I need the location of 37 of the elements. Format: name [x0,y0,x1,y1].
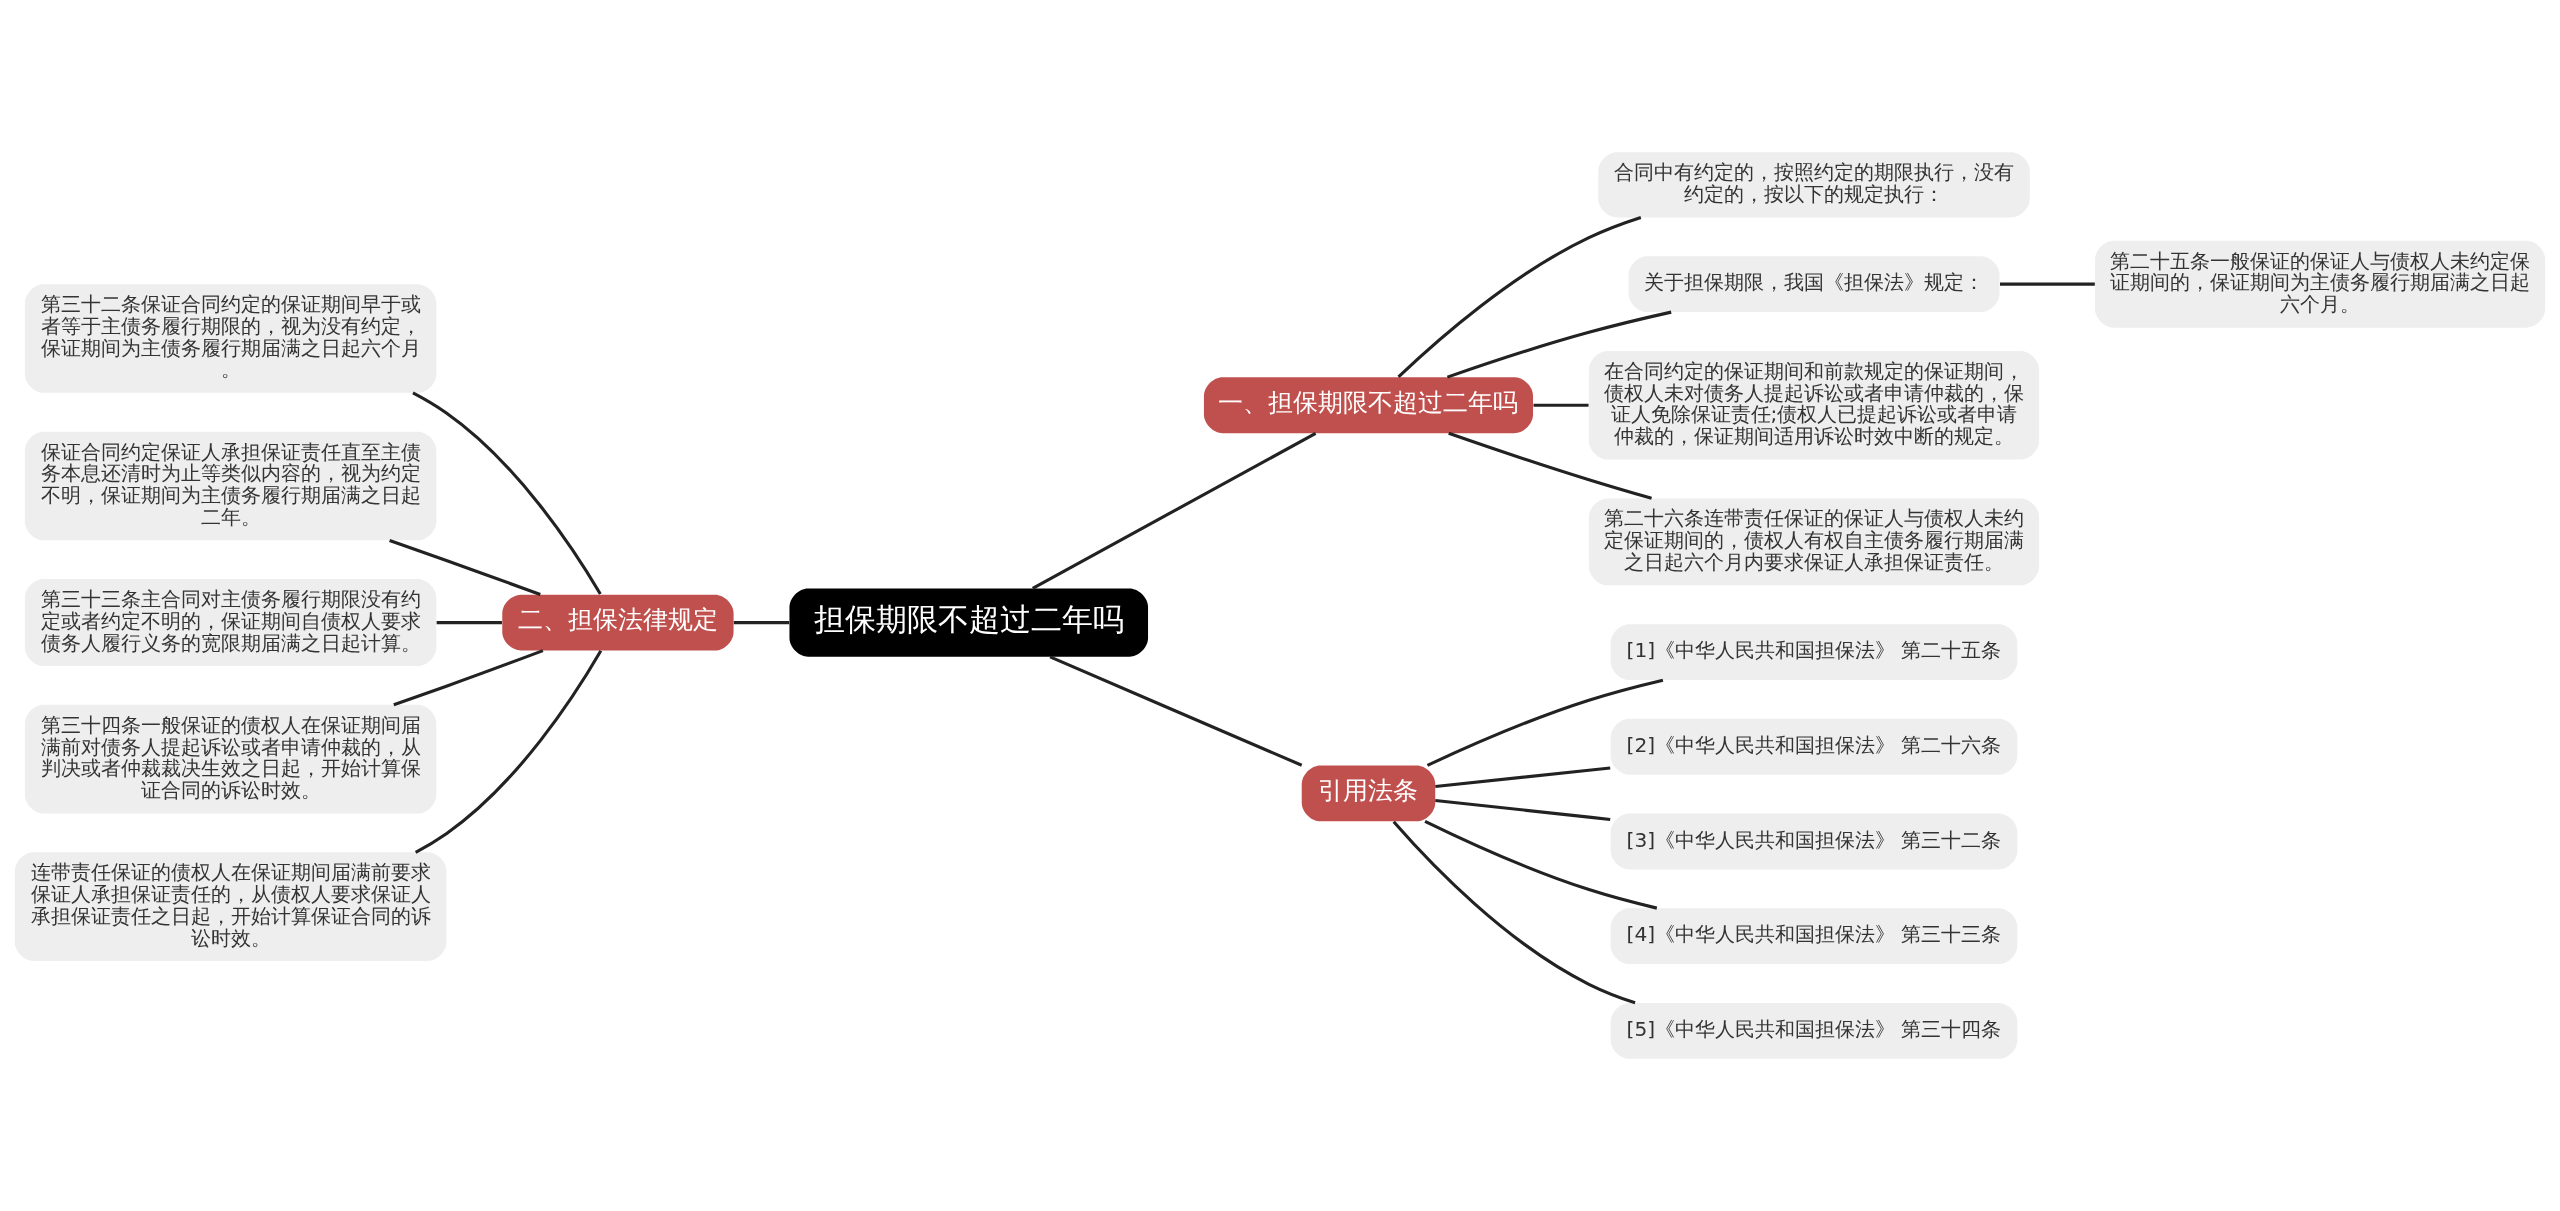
node-box: [3]《中华人民共和国担保法》 第三十二条 [1610,813,2018,870]
node-box: 第二十五条一般保证的保证人与债权人未约定保证期间的，保证期间为主债务履行期届满之日起六个月。 [2095,240,2546,328]
node-box: 第三十三条主合同对主债务履行期限没有约定或者约定不明的，保证期间自债权人要求债务人履行义务的宽限期届满之日起计算。 [24,579,437,667]
connector [733,621,790,625]
node-box: 在合同约定的保证期间和前款规定的保证期间，债权人未对债务人提起诉讼或者申请仲裁的，保证人免除保证责任;债权人已提起诉讼或者申请仲裁的，保证期间适用诉讼时效中断的规定。 [1588,350,2040,460]
connector [1533,403,1589,407]
node-box: [1]《中华人民共和国担保法》 第二十五条 [1610,624,2018,680]
connector [412,391,602,595]
node-box: [2]《中华人民共和国担保法》 第二十六条 [1610,718,2018,775]
node-box: 第三十四条一般保证的债权人在保证期间届满前对债务人提起诉讼或者申请仲裁的，从判决或者仲裁裁决生效之日起，开始计算保证合同的诉讼时效。 [24,704,437,814]
node-box: 合同中有约定的，按照约定的期限执行，没有约定的，按以下的规定执行： [1598,152,2030,218]
node-box: 担保期限不超过二年吗 [789,588,1149,657]
connector [1446,310,1672,379]
connector [1426,678,1664,767]
connector [393,649,544,707]
node-box: 保证合同约定保证人承担保证责任直至主债务本息还清时为止等类似内容的，视为约定不明，保证期间为主债务履行期届满之日起二年。 [24,431,437,541]
node-box: 关于担保期限，我国《担保法》规定： [1628,256,2000,313]
connector [1435,798,1611,821]
connector [1049,655,1303,767]
connector [414,649,603,854]
node-box: 第二十六条连带责任保证的保证人与债权人未约定保证期间的，债权人有权自主债务履行期届满之日起六个月内要求保证人承担保证责任。 [1588,498,2040,586]
connector [1448,431,1652,500]
connector [436,621,502,625]
node-box: [4]《中华人民共和国担保法》 第三十三条 [1610,908,2018,965]
connector [2000,282,2095,286]
connector [1031,432,1317,590]
node-box: [5]《中华人民共和国担保法》 第三十四条 [1610,1002,2018,1059]
connector [1392,820,1636,1005]
node-box: 连带责任保证的债权人在保证期间届满前要求保证人承担保证责任的，从债权人要求保证人承担保证责任之日起，开始计算保证合同的诉讼时效。 [14,852,447,961]
node-box: 一、担保期限不超过二年吗 [1203,377,1534,434]
connector [389,538,541,596]
node-box: 第三十二条保证合同约定的保证期间早于或者等于主债务履行期限的，视为没有约定，保证期间为主债务履行期届满之日起六个月。 [24,284,437,393]
connector [1424,819,1658,910]
node-box: 二、担保法律规定 [502,594,734,651]
connector [1435,766,1611,788]
node-box: 引用法条 [1301,765,1436,822]
connector [1397,215,1642,379]
